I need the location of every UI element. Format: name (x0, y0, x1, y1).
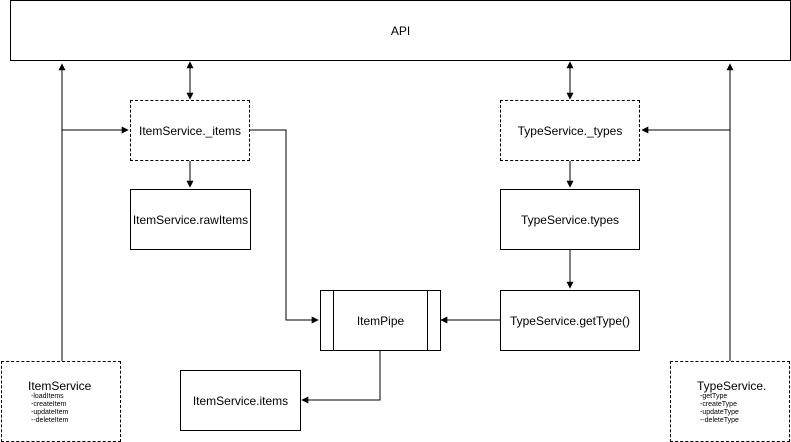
type-service-get-type-label: TypeService.getType() (509, 313, 631, 328)
item-service-items-private-node: ItemService._items (130, 100, 250, 161)
item-service-method: -loadItems (31, 392, 64, 400)
item-service-items-label: ItemService.items (192, 393, 289, 408)
item-service-node: ItemService -loadItems -createItem -upda… (1, 361, 121, 442)
type-service-types-node: TypeService.types (500, 189, 640, 250)
connector-item-pipe-to-items (301, 351, 381, 404)
item-service-items-node: ItemService.items (180, 370, 301, 431)
type-service-types-private-label: TypeService._types (517, 123, 623, 138)
type-service-method-list: -getType -createType -updateType --delet… (671, 393, 789, 425)
api-node: API (10, 0, 791, 61)
type-service-get-type-node: TypeService.getType() (500, 290, 640, 351)
type-service-method: --deleteType (700, 416, 739, 424)
item-pipe-left-bar (333, 291, 334, 350)
type-service-node: TypeService. -getType -createType -updat… (670, 361, 790, 442)
item-service-raw-items-label: ItemService.rawItems (132, 212, 249, 227)
item-service-method: --deleteItem (31, 416, 69, 424)
item-pipe-right-bar (427, 291, 428, 350)
api-label: API (390, 23, 411, 38)
type-service-method: -updateType (700, 408, 739, 416)
type-service-types-private-node: TypeService._types (500, 100, 640, 161)
item-service-method-list: -loadItems -createItem -updateItem --del… (2, 393, 120, 425)
type-service-types-label: TypeService.types (520, 212, 620, 227)
item-service-items-private-label: ItemService._items (138, 123, 242, 138)
item-pipe-node: ItemPipe (320, 290, 441, 351)
item-pipe-label: ItemPipe (356, 313, 405, 328)
item-service-method: -createItem (31, 400, 67, 408)
item-service-raw-items-node: ItemService.rawItems (130, 189, 251, 250)
item-service-label: ItemService (28, 378, 92, 393)
type-service-method: -getType (700, 392, 728, 400)
type-service-method: -createType (700, 400, 737, 408)
type-service-label: TypeService. (697, 378, 767, 393)
connector-items-private-to-item-pipe (250, 129, 319, 324)
item-service-method: -updateItem (31, 408, 69, 416)
